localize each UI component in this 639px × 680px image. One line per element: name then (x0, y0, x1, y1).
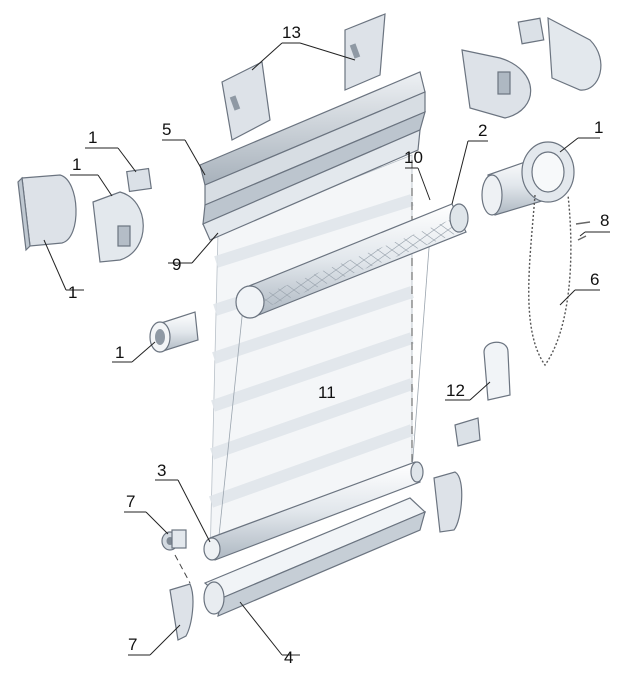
label-1-plug: 1 (115, 343, 124, 362)
label-7-cap: 7 (128, 635, 137, 654)
roller-tube (235, 203, 469, 319)
right-end-cap (517, 16, 602, 91)
small-plug (454, 417, 481, 447)
right-bracket-plate (461, 49, 532, 119)
small-clip-left (126, 167, 152, 193)
label-6: 6 (590, 270, 599, 289)
label-1-mechanism: 1 (594, 118, 603, 137)
bead-chain (528, 194, 572, 367)
label-1-cap: 1 (68, 283, 77, 302)
label-4: 4 (284, 648, 293, 667)
label-1-plate: 1 (72, 155, 81, 174)
right-bottom-cap (433, 471, 463, 533)
label-7-plug: 7 (126, 492, 135, 511)
label-3: 3 (157, 461, 166, 480)
label-2: 2 (478, 121, 487, 140)
bottom-tube (203, 461, 424, 561)
label-8: 8 (600, 211, 609, 230)
left-end-cap (17, 174, 77, 252)
callout-labels: 1 1 1 1 1 1 2 3 4 5 6 7 7 8 9 10 11 12 1… (68, 23, 609, 667)
label-12: 12 (446, 381, 465, 400)
left-bottom-plug (161, 529, 187, 551)
label-9: 9 (172, 255, 181, 274)
label-11: 11 (318, 383, 336, 402)
screw (575, 221, 591, 241)
label-5: 5 (162, 120, 171, 139)
chain-guide (483, 341, 511, 401)
label-1-clip: 1 (88, 128, 97, 147)
chain-mechanism (481, 141, 575, 216)
mounting-brackets (221, 13, 386, 141)
label-10: 10 (404, 148, 423, 167)
bottom-rail (203, 497, 427, 618)
label-13: 13 (282, 23, 301, 42)
top-rail (199, 71, 426, 241)
left-bracket-plate (92, 191, 144, 263)
left-tube-plug (149, 311, 199, 353)
left-bottom-cap (169, 583, 194, 641)
leader-lines (43, 42, 610, 656)
